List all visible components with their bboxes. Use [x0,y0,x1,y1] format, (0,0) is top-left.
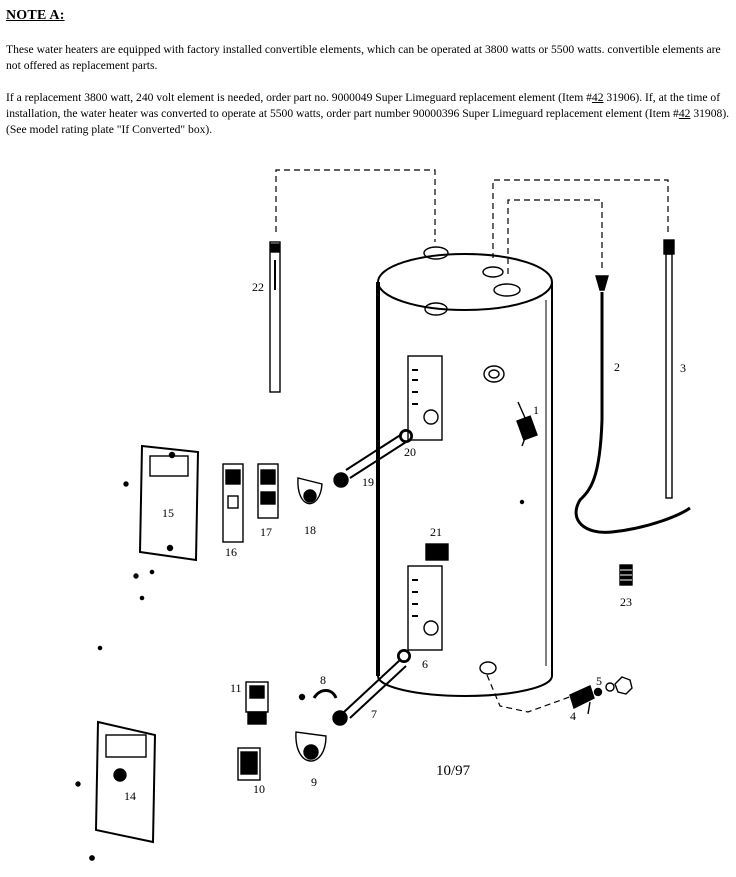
label-21: 21 [430,525,442,539]
label-1: 1 [533,403,539,417]
part-15-upper-access-cover [138,444,200,562]
part-4-drain-valve [569,685,595,715]
label-20: 20 [404,445,416,459]
label-22: 22 [252,280,264,294]
label-4: 4 [570,709,576,723]
label-8: 8 [320,673,326,687]
part-5-drain-washers [593,676,633,697]
water-heater-tank [376,246,553,697]
label-15: 15 [162,506,174,520]
label-9: 9 [311,775,317,789]
label-3: 3 [680,361,686,375]
part-14-lower-access-cover [94,720,157,844]
label-7: 7 [371,707,377,721]
note-title: NOTE A: [6,8,65,23]
note-paragraph-2-part-a: If a replacement 3800 watt, 240 volt ele… [6,91,592,104]
label-6: 6 [422,657,428,671]
label-11: 11 [230,681,242,695]
part-17-upper-thermostat [257,463,279,519]
note-paragraph-2-part-b: 31906). If, at the time of installation,… [6,91,721,120]
part-1-relief-valve [516,401,538,447]
part-number-labels: 1 2 3 4 5 6 7 8 9 10 11 14 15 16 17 18 1… [124,280,686,803]
loose-screws [75,481,155,861]
part-8-bracket-clip [298,689,338,701]
part-16-insulation [222,463,244,543]
part-10-lower-thermostat-switch [237,747,261,781]
item-number-42-b: 42 [678,107,691,120]
part-9-thermostat-bracket [295,731,327,762]
part-19-upper-heating-element [333,430,412,488]
label-16: 16 [225,545,237,559]
part-6-element-gasket [397,649,411,663]
part-23-pipe-nipple [619,564,633,586]
part-18-thermostat-bracket [297,477,323,505]
label-17: 17 [260,525,272,539]
label-18: 18 [304,523,316,537]
part-22-anode-rod [269,241,281,393]
part-2-dip-tube-hose [574,275,691,534]
dashed-connection-lines [275,169,669,713]
part-3-anode-rod [663,239,675,499]
part-11-lower-thermostat [245,681,269,725]
item-number-42-a: 42 [591,91,604,104]
label-5: 5 [596,674,602,688]
note-paragraph-1: These water heaters are equipped with fa… [6,43,721,72]
label-2: 2 [614,360,620,374]
label-19: 19 [362,475,374,489]
note-paragraph-2: If a replacement 3800 watt, 240 volt ele… [6,90,732,138]
label-10: 10 [253,782,265,796]
date-code: 10/97 [436,763,471,779]
label-14: 14 [124,789,136,803]
part-20-element-gasket [399,429,413,443]
note-paragraph-2-part-c: 31908). (See model rating plate "If Conv… [6,107,730,136]
label-23: 23 [620,595,632,609]
